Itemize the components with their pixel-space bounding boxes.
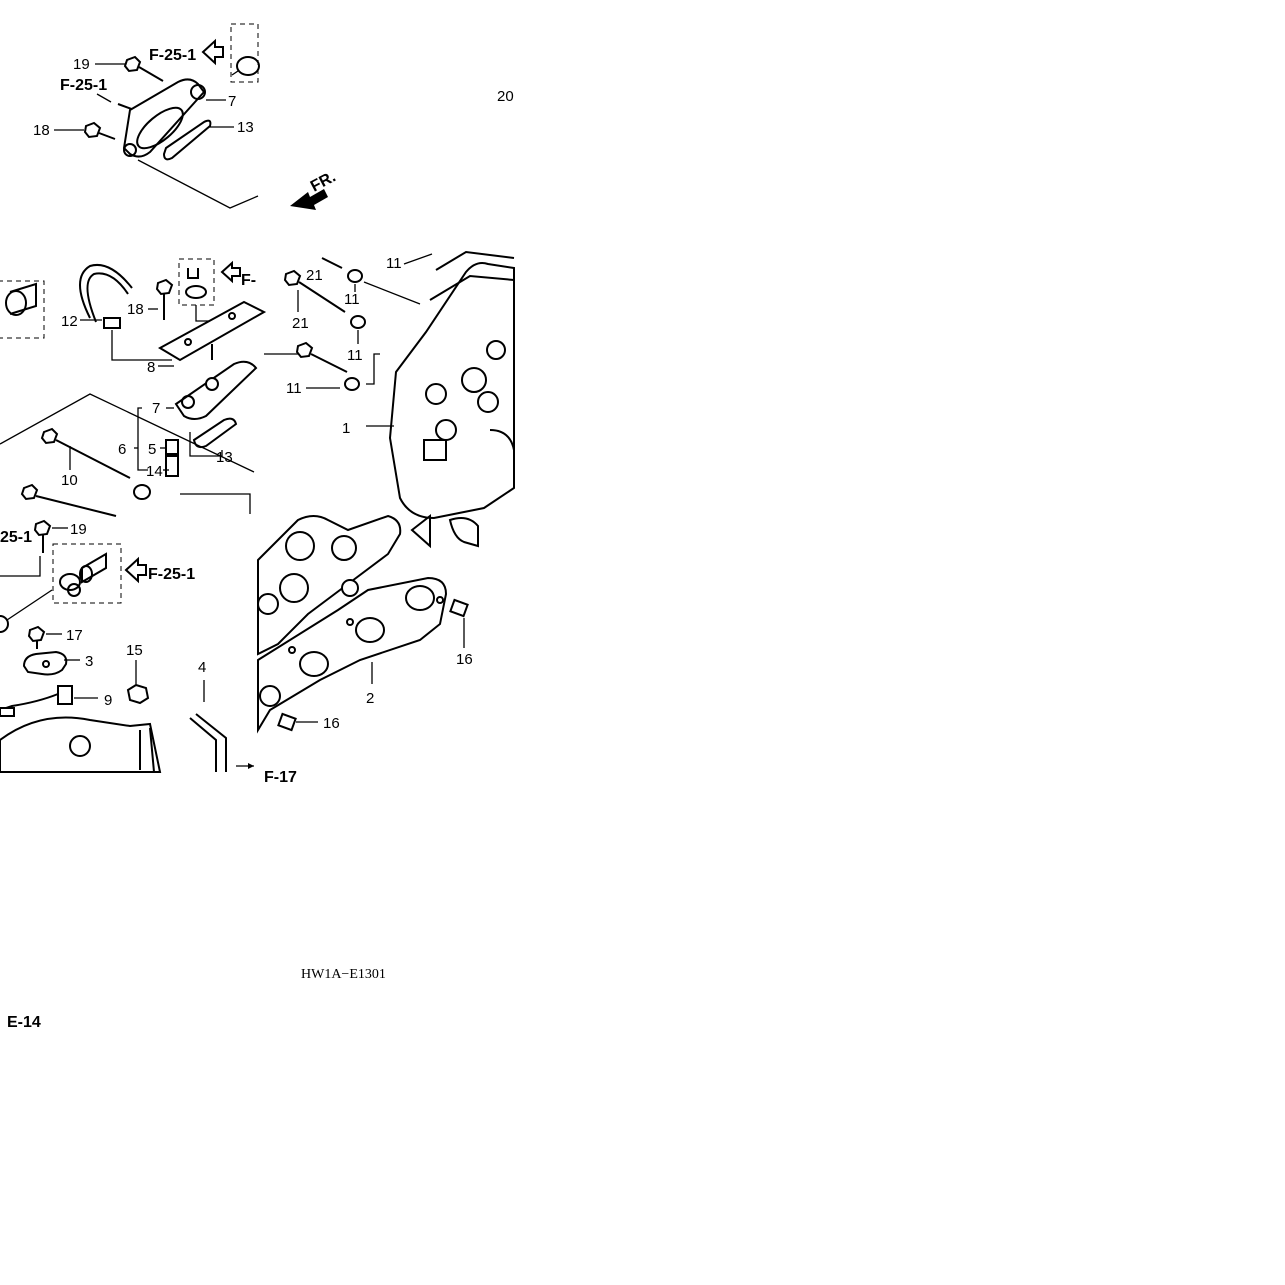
hose-clamp-icon — [231, 56, 260, 76]
hose-clamp-icon — [59, 573, 81, 597]
cylinder-head-1 — [388, 250, 515, 520]
thermostat-cover — [122, 78, 206, 158]
callout-19: 19 — [73, 56, 90, 73]
sensor-5 — [165, 439, 179, 477]
gasket-13b — [192, 417, 238, 449]
callout-5: 5 — [148, 441, 156, 458]
ref-25-1: 25-1 — [0, 529, 32, 546]
callout-14: 14 — [146, 463, 163, 480]
callout-6: 6 — [118, 441, 126, 458]
plate-8 — [157, 300, 267, 362]
ref-f-17: F-17 — [264, 769, 297, 786]
arrow-right-icon — [220, 260, 241, 284]
callout-9: 9 — [104, 692, 112, 709]
callout-21: 21 — [292, 315, 309, 332]
diagram-code: HW1A−E1301 — [301, 967, 386, 982]
gasket-3 — [22, 650, 68, 676]
callout-1: 1 — [342, 420, 350, 437]
front-direction-indicator: FR. — [290, 168, 339, 210]
gasket-13 — [162, 119, 212, 161]
ref-f-25-1: F-25-1 — [148, 566, 195, 583]
callout-4: 4 — [198, 659, 206, 676]
bolt-21 — [283, 269, 346, 313]
dowel-pin-16 — [449, 598, 469, 618]
callout-15: 15 — [126, 642, 143, 659]
thermostat-cover-7b — [174, 344, 258, 420]
panel-top-left: F-25-1 19 F-25-1 7 18 — [33, 23, 260, 209]
arrow-right-icon — [124, 556, 147, 584]
callout-11: 11 — [286, 380, 302, 397]
callout-8: 8 — [147, 359, 155, 376]
callout-10: 10 — [61, 472, 78, 489]
corner-number: 20 — [497, 88, 514, 105]
hose-icon — [79, 552, 107, 584]
bolt-mid — [295, 341, 348, 373]
direction-label: FR. — [308, 168, 339, 195]
callout-12: 12 — [61, 313, 78, 330]
bolt-19 — [123, 55, 164, 82]
callout-13: 13 — [237, 119, 254, 136]
panel-middle-right: 21 11 21 11 11 11 — [264, 250, 515, 520]
callout-3: 3 — [85, 653, 93, 670]
front-cover-4 — [0, 713, 227, 773]
callout-19: 19 — [70, 521, 87, 538]
callout-18: 18 — [33, 122, 50, 139]
bolt-18 — [83, 121, 116, 140]
page-number: E-14 — [7, 1014, 41, 1031]
callout-11: 11 — [347, 347, 363, 364]
callout-18: 18 — [127, 301, 144, 318]
nut-15 — [126, 683, 150, 705]
sensor-9 — [0, 685, 73, 717]
dowel-pin-16b — [277, 712, 297, 732]
callout-7: 7 — [152, 400, 160, 417]
panel-bottom-right: 2 16 16 — [257, 513, 479, 734]
ref-f: F- — [241, 272, 256, 289]
gasket-2 — [257, 576, 448, 734]
callout-17: 17 — [66, 627, 83, 644]
callout-16: 16 — [456, 651, 473, 668]
panel-middle-left: 12 F- 18 8 — [0, 258, 267, 517]
ref-f-25-1: F-25-1 — [60, 77, 107, 94]
bolt-lower — [20, 483, 117, 517]
band-clamp-12 — [79, 264, 133, 329]
bolt-17 — [27, 625, 46, 649]
arrow-left-icon — [201, 38, 224, 66]
callout-21: 21 — [306, 267, 323, 284]
callout-11: 11 — [344, 291, 360, 308]
callout-16: 16 — [323, 715, 340, 732]
callout-2: 2 — [366, 690, 374, 707]
ref-f-25-1: F-25-1 — [149, 47, 196, 64]
bolt-10 — [40, 427, 131, 479]
panel-bottom-left: 25-1 19 F-25-1 — [0, 519, 297, 786]
bolt-19-b — [33, 519, 52, 553]
bolt-18-b — [155, 278, 174, 320]
cylinder-head-end — [257, 514, 402, 656]
callout-11: 11 — [386, 255, 402, 272]
callout-7: 7 — [228, 93, 236, 110]
